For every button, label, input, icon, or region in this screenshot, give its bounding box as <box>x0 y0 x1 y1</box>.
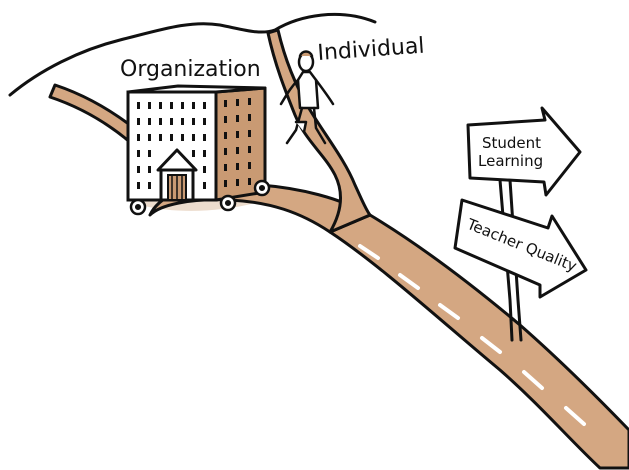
school-building <box>126 84 271 216</box>
side-windows <box>224 98 251 187</box>
front-windows <box>137 102 206 189</box>
organization-label: Organization <box>120 57 261 82</box>
sign-student-learning: Student Learning <box>466 106 582 197</box>
signpost: Student Learning Teacher Quality <box>453 106 588 342</box>
sign-student-learning-line1: Student <box>482 134 541 152</box>
sign-student-learning-line2: Learning <box>478 152 543 170</box>
sign-teacher-quality: Teacher Quality <box>453 198 588 299</box>
hills-outline <box>8 12 377 97</box>
entrance-portico <box>156 148 198 202</box>
road-dashes <box>358 244 586 426</box>
building-wheels <box>129 179 271 216</box>
building-roof <box>126 84 267 94</box>
individual-label: Individual <box>317 34 426 66</box>
walking-person <box>279 50 335 145</box>
